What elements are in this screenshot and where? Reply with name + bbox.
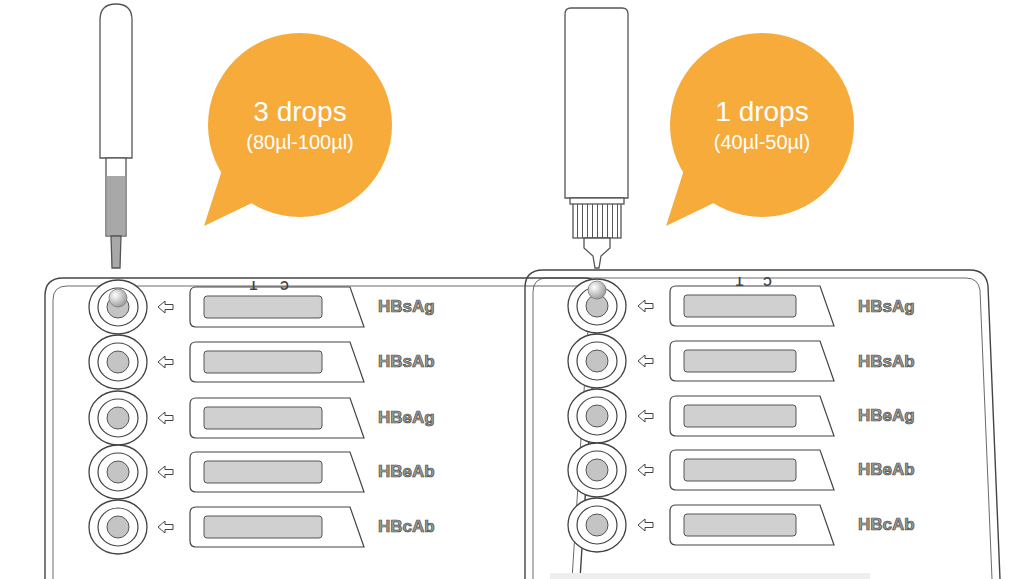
line-marker: T [250, 279, 257, 291]
drop-count: 3 drops [253, 95, 346, 129]
line-marker: C [763, 275, 772, 287]
test-cassette [45, 278, 598, 579]
result-window [190, 398, 364, 438]
test-label: HBsAb [858, 352, 915, 372]
well-outer [89, 280, 147, 334]
result-window [190, 342, 364, 382]
test-strip [204, 461, 322, 483]
result-window [670, 396, 834, 436]
flow-arrow [158, 356, 173, 368]
well-rim [577, 342, 617, 380]
well-rim [577, 506, 617, 544]
test-strip [204, 351, 322, 373]
well-outer [89, 500, 147, 554]
drop-count: 1 drops [715, 95, 808, 129]
well-outer [568, 334, 626, 388]
test-cassette: T C HBsAgHBsAbHBeAgHBeAbHBcAb [45, 270, 600, 579]
sample-well [586, 459, 608, 481]
result-window [670, 450, 834, 490]
well-outer [568, 443, 626, 497]
test-cassette [525, 270, 1000, 579]
well-outer [568, 498, 626, 552]
flow-arrow [158, 521, 173, 533]
test-strip [204, 407, 322, 429]
flow-arrow [158, 466, 173, 478]
flow-arrow [158, 301, 173, 313]
flow-arrow [638, 410, 653, 422]
test-strip [204, 516, 322, 538]
well-outer [568, 279, 626, 333]
test-label: HBeAb [858, 460, 915, 480]
test-label: HBsAg [378, 297, 435, 317]
result-window [190, 287, 364, 327]
test-strip [684, 405, 796, 427]
result-window [190, 507, 364, 547]
well-rim [98, 288, 138, 326]
sample-well [107, 407, 129, 429]
test-label: HBcAb [378, 517, 435, 537]
sample-drop [109, 289, 127, 307]
sample-well [586, 514, 608, 536]
test-label: HBcAb [858, 515, 915, 535]
test-label: HBsAb [378, 352, 435, 372]
test-strip [684, 459, 796, 481]
test-strip [684, 350, 796, 372]
speech-bubble: 3 drops(80µl-100µl) [208, 33, 392, 217]
test-strip [204, 296, 322, 318]
line-marker: T [736, 275, 743, 287]
test-strip [684, 295, 796, 317]
test-label: HBeAg [378, 408, 435, 428]
result-window [190, 452, 364, 492]
volume-range: (40µl-50µl) [714, 129, 810, 155]
well-rim [98, 399, 138, 437]
well-rim [98, 343, 138, 381]
well-outer [89, 445, 147, 499]
well-rim [98, 508, 138, 546]
well-outer [89, 391, 147, 445]
well-rim [98, 453, 138, 491]
sample-well [107, 461, 129, 483]
result-window [670, 286, 834, 326]
result-window [670, 341, 834, 381]
well-outer [568, 389, 626, 443]
footer-strip [550, 573, 870, 579]
flow-arrow [638, 464, 653, 476]
speech-bubble: 1 drops(40µl-50µl) [670, 33, 854, 217]
sample-wells [89, 280, 364, 554]
pipette [100, 4, 132, 268]
well-rim [577, 397, 617, 435]
flow-arrow [638, 355, 653, 367]
flow-arrow [158, 412, 173, 424]
sample-well [586, 350, 608, 372]
sample-wells [568, 279, 834, 552]
well-rim [577, 451, 617, 489]
well-outer [89, 335, 147, 389]
test-label: HBeAg [858, 406, 915, 426]
flow-arrow [638, 519, 653, 531]
dropper-bottle [565, 8, 628, 268]
sample-well [586, 405, 608, 427]
sample-drop [588, 281, 606, 299]
volume-range: (80µl-100µl) [246, 129, 354, 155]
flow-arrow [638, 300, 653, 312]
sample-well [107, 351, 129, 373]
line-marker: C [280, 279, 289, 291]
sample-well [107, 516, 129, 538]
result-window [670, 505, 834, 545]
test-label: HBeAb [378, 462, 435, 482]
test-cassette: T C HBsAgHBsAbHBeAgHBeAbHBcAb [525, 265, 1000, 579]
test-strip [684, 514, 796, 536]
test-label: HBsAg [858, 297, 915, 317]
